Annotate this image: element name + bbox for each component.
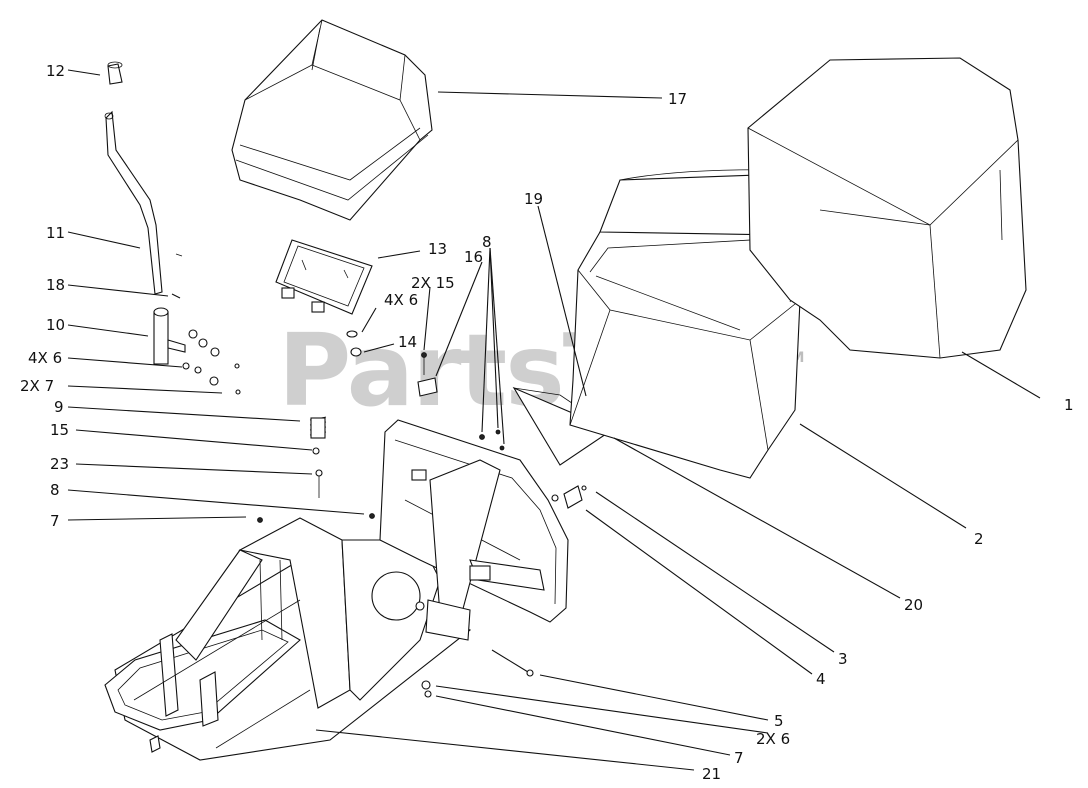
part-grass-bag[interactable]: [747, 57, 1027, 359]
callout-14: 14: [398, 333, 417, 351]
part-plate[interactable]: [275, 239, 373, 357]
part-spring[interactable]: [309, 416, 327, 498]
part-knob[interactable]: [107, 61, 123, 85]
part-frame[interactable]: [104, 419, 569, 761]
callout-1: 1: [1064, 396, 1074, 414]
part-bracket-hardware[interactable]: [257, 352, 505, 523]
callout-2x6: 2X 6: [756, 730, 790, 748]
leader-lines: [67, 69, 1041, 771]
callout-8-left: 8: [50, 481, 60, 499]
callout-7-bottom: 7: [734, 749, 744, 767]
callout-2x15: 2X 15: [411, 274, 455, 292]
callout-12: 12: [46, 62, 65, 80]
callout-4x6-right: 4X 6: [384, 291, 418, 309]
callout-8-top: 8: [482, 233, 492, 251]
part-pivot[interactable]: [153, 307, 241, 395]
part-bolt[interactable]: [421, 649, 534, 698]
callout-10: 10: [46, 316, 65, 334]
callout-3: 3: [838, 650, 848, 668]
callout-15-left: 15: [50, 421, 69, 439]
callout-2: 2: [974, 530, 984, 548]
callout-21: 21: [702, 765, 721, 783]
part-pin[interactable]: [171, 253, 183, 299]
callout-4: 4: [816, 670, 826, 688]
callout-4x6-left: 4X 6: [28, 349, 62, 367]
callout-23: 23: [50, 455, 69, 473]
part-lever[interactable]: [104, 110, 163, 295]
part-seat[interactable]: [231, 19, 433, 221]
callout-19: 19: [524, 190, 543, 208]
callout-16: 16: [464, 248, 483, 266]
callout-7-left: 7: [50, 512, 60, 530]
callout-labels: 12 17 11 18 10 4X 6 2X 7 9 15 23 8 7 13 …: [20, 62, 1074, 783]
callout-11: 11: [46, 224, 65, 242]
callout-13: 13: [428, 240, 447, 258]
callout-9: 9: [54, 398, 64, 416]
callout-5: 5: [774, 712, 784, 730]
callout-20: 20: [904, 596, 923, 614]
callout-2x7: 2X 7: [20, 377, 54, 395]
part-bag-frame[interactable]: [569, 169, 849, 479]
callout-17: 17: [668, 90, 687, 108]
part-hinge-hardware[interactable]: [551, 485, 587, 509]
callout-18: 18: [46, 276, 65, 294]
